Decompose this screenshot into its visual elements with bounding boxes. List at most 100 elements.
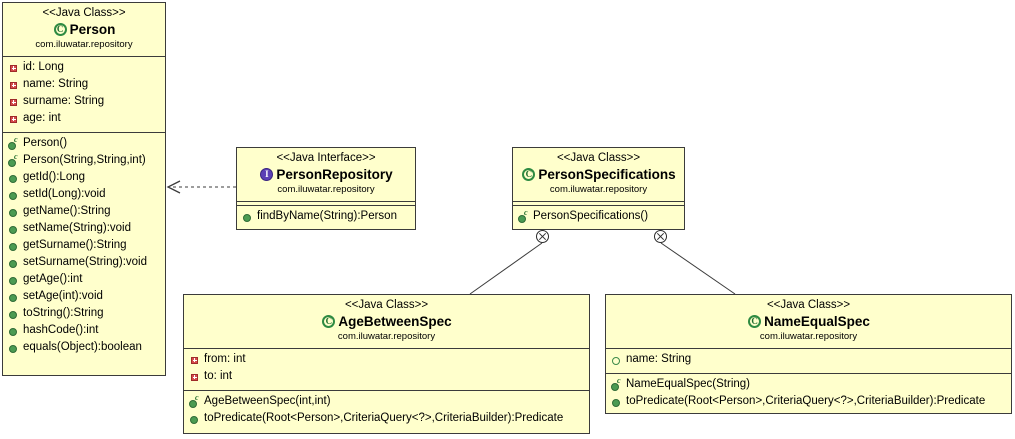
attributes-compartment-person-repository	[237, 200, 415, 205]
java-class-icon: C	[321, 314, 336, 329]
public-method-icon	[8, 240, 21, 253]
public-method-icon	[8, 274, 21, 287]
public-method-icon	[8, 189, 21, 202]
methods-compartment-name-equal-spec: c NameEqualSpec(String) toPredicate(Root…	[606, 372, 1011, 415]
method-row[interactable]: c Person()	[3, 135, 165, 153]
attributes-compartment-age-between-spec: from: int to: int	[184, 347, 589, 390]
stereotype-label: <<Java Class>>	[556, 152, 641, 164]
class-header-name-equal-spec: <<Java Class>> C NameEqualSpec com.iluwa…	[606, 295, 1011, 348]
method-row[interactable]: equals(Object):boolean	[3, 340, 165, 357]
attributes-compartment-person: id: Long name: String surname: String ag…	[3, 55, 165, 132]
methods-compartment-age-between-spec: c AgeBetweenSpec(int,int) toPredicate(Ro…	[184, 389, 589, 432]
class-title-person: C Person	[7, 22, 161, 38]
attribute-row[interactable]: name: String	[3, 77, 165, 94]
method-row[interactable]: setSurname(String):void	[3, 255, 165, 272]
constructor-icon: c	[8, 152, 21, 168]
nested-link-name-equal-spec	[660, 242, 736, 295]
nested-class-marker-age-between-spec	[536, 230, 549, 243]
class-name: PersonSpecifications	[538, 166, 676, 182]
package-label: com.iluwatar.repository	[549, 184, 648, 196]
public-method-icon	[8, 172, 21, 185]
method-row[interactable]: c AgeBetweenSpec(int,int)	[184, 393, 589, 411]
class-box-name-equal-spec[interactable]: <<Java Class>> C NameEqualSpec com.iluwa…	[605, 294, 1012, 414]
method-row[interactable]: getSurname():String	[3, 238, 165, 255]
class-header-age-between-spec: <<Java Class>> C AgeBetweenSpec com.iluw…	[184, 295, 589, 348]
class-header-person: <<Java Class>> C Person com.iluwatar.rep…	[3, 3, 165, 56]
private-field-icon	[8, 62, 21, 75]
public-method-icon	[8, 257, 21, 270]
class-name: Person	[69, 21, 116, 37]
attributes-compartment-person-specifications	[513, 200, 684, 205]
public-method-icon	[242, 211, 255, 224]
private-field-icon	[189, 354, 202, 367]
public-method-icon	[8, 308, 21, 321]
methods-compartment-person-repository: findByName(String):Person	[237, 204, 415, 230]
attribute-row[interactable]: id: Long	[3, 60, 165, 77]
attribute-row[interactable]: name: String	[606, 352, 1011, 369]
public-method-icon	[611, 396, 624, 409]
method-row[interactable]: toString():String	[3, 306, 165, 323]
method-row[interactable]: c Person(String,String,int)	[3, 152, 165, 170]
constructor-icon: c	[8, 135, 21, 151]
dependency-person-repository-person	[166, 180, 236, 194]
stereotype-label: <<Java Class>>	[344, 299, 429, 311]
private-field-icon	[189, 371, 202, 384]
class-title-person-repository: I PersonRepository	[241, 167, 411, 183]
class-title-age-between-spec: C AgeBetweenSpec	[188, 314, 585, 330]
constructor-icon: c	[189, 393, 202, 409]
method-row[interactable]: setName(String):void	[3, 221, 165, 238]
method-row[interactable]: toPredicate(Root<Person>,CriteriaQuery<?…	[184, 411, 589, 428]
method-row[interactable]: setId(Long):void	[3, 187, 165, 204]
public-method-icon	[8, 342, 21, 355]
public-method-icon	[8, 325, 21, 338]
method-row[interactable]: setAge(int):void	[3, 289, 165, 306]
java-interface-icon: I	[259, 167, 274, 182]
nested-link-age-between-spec	[469, 242, 543, 295]
constructor-icon: c	[611, 376, 624, 392]
method-row[interactable]: findByName(String):Person	[237, 209, 415, 226]
java-class-icon: C	[747, 314, 762, 329]
package-label: com.iluwatar.repository	[35, 39, 133, 51]
method-row[interactable]: getAge():int	[3, 272, 165, 289]
attribute-row[interactable]: surname: String	[3, 94, 165, 111]
class-name: AgeBetweenSpec	[338, 313, 452, 329]
method-row[interactable]: hashCode():int	[3, 323, 165, 340]
attributes-compartment-name-equal-spec: name: String	[606, 347, 1011, 373]
methods-compartment-person: c Person() c Person(String,String,int) g…	[3, 131, 165, 361]
methods-compartment-person-specifications: c PersonSpecifications()	[513, 204, 684, 230]
public-method-icon	[8, 291, 21, 304]
method-row[interactable]: getId():Long	[3, 170, 165, 187]
package-label: com.iluwatar.repository	[277, 184, 375, 196]
stereotype-label: <<Java Class>>	[766, 299, 851, 311]
private-field-icon	[8, 96, 21, 109]
class-box-person-specifications[interactable]: <<Java Class>> C PersonSpecifications co…	[512, 147, 685, 230]
attribute-row[interactable]: age: int	[3, 111, 165, 128]
constructor-icon: c	[518, 208, 531, 224]
method-row[interactable]: getName():String	[3, 204, 165, 221]
class-box-age-between-spec[interactable]: <<Java Class>> C AgeBetweenSpec com.iluw…	[183, 294, 590, 434]
java-class-icon: C	[53, 22, 68, 37]
private-field-icon	[8, 79, 21, 92]
class-name: NameEqualSpec	[764, 313, 870, 329]
attribute-row[interactable]: from: int	[184, 352, 589, 369]
stereotype-label: <<Java Class>>	[42, 7, 126, 19]
class-header-person-specifications: <<Java Class>> C PersonSpecifications co…	[513, 148, 684, 201]
method-row[interactable]: c PersonSpecifications()	[513, 208, 684, 226]
class-title-name-equal-spec: C NameEqualSpec	[610, 314, 1007, 330]
public-method-icon	[8, 206, 21, 219]
class-title-person-specifications: C PersonSpecifications	[517, 167, 680, 183]
attribute-row[interactable]: to: int	[184, 369, 589, 386]
package-field-icon	[611, 354, 624, 367]
method-row[interactable]: c NameEqualSpec(String)	[606, 376, 1011, 394]
private-field-icon	[8, 113, 21, 126]
java-class-icon: C	[521, 167, 536, 182]
public-method-icon	[189, 413, 202, 426]
nested-class-marker-name-equal-spec	[654, 230, 667, 243]
method-row[interactable]: toPredicate(Root<Person>,CriteriaQuery<?…	[606, 394, 1011, 411]
class-name: PersonRepository	[276, 166, 393, 182]
stereotype-label: <<Java Interface>>	[276, 152, 376, 164]
class-box-person-repository[interactable]: <<Java Interface>> I PersonRepository co…	[236, 147, 416, 230]
class-box-person[interactable]: <<Java Class>> C Person com.iluwatar.rep…	[2, 2, 166, 376]
package-label: com.iluwatar.repository	[337, 331, 436, 343]
